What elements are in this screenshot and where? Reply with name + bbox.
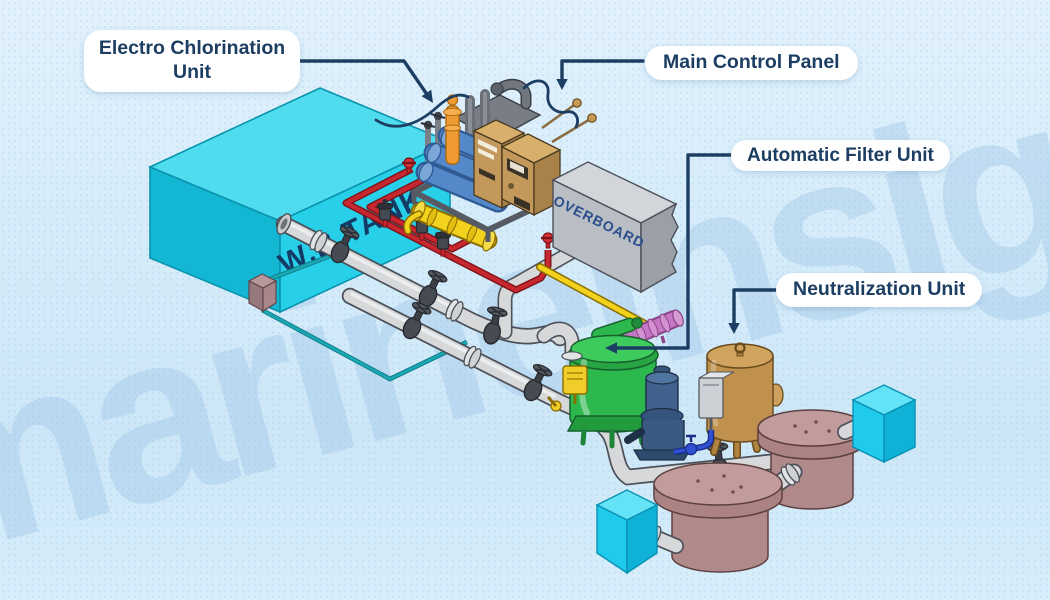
callout-automatic-filter-unit: Automatic Filter Unit (731, 140, 950, 172)
sea-chest-strainer-1 (653, 462, 783, 573)
sea-chest-1 (595, 489, 659, 575)
callout-electro-chlorination-unit-label: Electro Chlorination Unit (98, 37, 286, 83)
main-control-panel (472, 98, 597, 217)
sea-chest-2 (851, 384, 917, 464)
callout-neutralization-unit-label: Neutralization Unit (793, 278, 966, 300)
overboard-box: OVERBOARD (551, 161, 679, 294)
sample-unit-box (247, 250, 468, 382)
callout-neutralization-unit: Neutralization Unit (776, 273, 983, 307)
callout-main-control-panel: Main Control Panel (645, 46, 858, 80)
neutralization-unit (673, 342, 784, 459)
callout-arrows (293, 59, 778, 354)
callout-electro-chlorination-unit: Electro Chlorination Unit (84, 30, 300, 92)
chemical-red-piping (342, 156, 557, 294)
neutralant-dosing-line (673, 430, 715, 456)
callout-automatic-filter-unit-label: Automatic Filter Unit (747, 145, 934, 166)
ballast-pump (624, 365, 692, 461)
ballast-main-pipes (275, 213, 779, 486)
electro-chlorination-unit (411, 78, 597, 242)
injection-unit (403, 200, 498, 252)
callout-main-control-panel-label: Main Control Panel (663, 51, 840, 73)
dosing-pump (621, 309, 684, 354)
